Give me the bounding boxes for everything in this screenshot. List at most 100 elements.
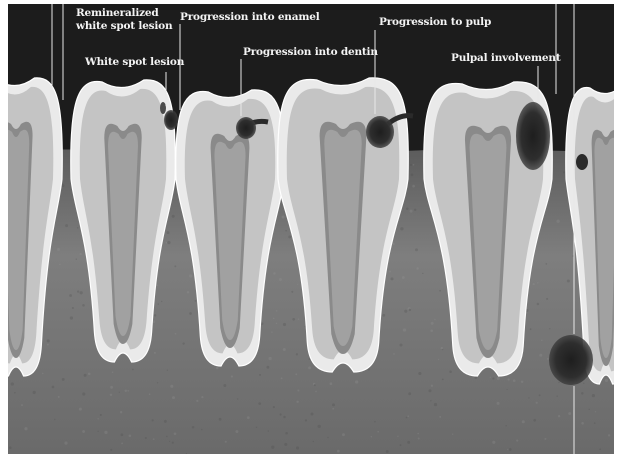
bone-speckle — [271, 331, 272, 332]
bone-speckle — [112, 372, 113, 373]
bone-speckle — [296, 353, 298, 355]
bone-speckle — [119, 392, 120, 393]
bone-speckle — [533, 283, 535, 285]
bone-speckle — [80, 253, 82, 255]
bone-speckle — [314, 384, 316, 386]
bone-speckle — [400, 227, 403, 230]
bone-speckle — [69, 294, 72, 297]
bone-speckle — [505, 425, 507, 427]
label-white-spot-lesion: White spot lesion — [85, 56, 184, 69]
bone-speckle — [231, 376, 233, 378]
bone-speckle — [430, 400, 431, 401]
bone-speckle — [581, 392, 584, 395]
bone-speckle — [417, 433, 419, 435]
bone-speckle — [24, 427, 27, 430]
bone-speckle — [187, 291, 189, 293]
bone-speckle — [330, 382, 333, 385]
bone-speckle — [132, 369, 134, 371]
bone-speckle — [332, 408, 334, 410]
bone-speckle — [166, 436, 168, 438]
bone-speckle — [167, 241, 170, 244]
bone-speckle — [259, 374, 261, 376]
bone-speckle — [82, 392, 85, 395]
bone-speckle — [442, 379, 444, 381]
bone-speckle — [406, 207, 409, 210]
bone-speckle — [153, 438, 155, 440]
bone-speckle — [497, 377, 500, 380]
bone-speckle — [408, 392, 411, 395]
bone-speckle — [280, 413, 282, 415]
bone-speckle — [298, 318, 299, 319]
bone-speckle — [327, 437, 328, 438]
bone-speckle — [403, 328, 406, 331]
bone-speckle — [521, 381, 523, 383]
bone-speckle — [285, 230, 287, 232]
bone-speckle — [120, 411, 122, 413]
bone-speckle — [393, 353, 395, 355]
bone-speckle — [557, 396, 558, 397]
bone-speckle — [539, 354, 542, 357]
bone-speckle — [305, 419, 307, 421]
bone-speckle — [64, 442, 67, 445]
bone-speckle — [14, 392, 16, 394]
pulpal-lesion-crown — [576, 154, 588, 170]
bone-speckle — [439, 416, 441, 418]
bone-speckle — [283, 416, 286, 419]
bone-speckle — [235, 430, 238, 433]
bone-speckle — [592, 394, 595, 397]
bone-speckle — [80, 291, 83, 294]
bone-speckle — [355, 380, 358, 383]
bone-speckle — [288, 235, 291, 238]
bone-speckle — [605, 379, 608, 382]
bone-speckle — [418, 372, 421, 375]
bone-speckle — [431, 322, 434, 325]
bone-speckle — [581, 422, 584, 425]
bone-speckle — [169, 441, 170, 442]
bone-speckle — [402, 276, 405, 279]
white-spot-lesion — [160, 102, 166, 114]
bone-speckle — [296, 401, 298, 403]
bone-speckle — [283, 348, 286, 351]
bone-speckle — [297, 284, 298, 285]
bone-speckle — [82, 430, 85, 433]
bone-speckle — [189, 274, 192, 277]
bone-speckle — [588, 409, 589, 410]
label-progression-into-dentin: Progression into dentin — [243, 46, 378, 59]
bone-speckle — [58, 396, 60, 398]
bone-speckle — [474, 376, 477, 379]
bone-speckle — [76, 258, 77, 259]
bone-speckle — [530, 328, 532, 330]
bone-speckle — [47, 339, 50, 342]
bone-speckle — [397, 436, 398, 437]
bone-speckle — [431, 385, 433, 387]
bone-speckle — [313, 441, 315, 443]
bone-speckle — [156, 284, 158, 286]
bone-speckle — [97, 431, 98, 432]
bone-speckle — [563, 171, 565, 173]
bone-speckle — [59, 264, 61, 266]
bone-speckle — [342, 433, 345, 436]
bone-speckle — [497, 402, 500, 405]
bone-speckle — [174, 433, 177, 436]
bone-speckle — [599, 448, 601, 450]
bone-speckle — [256, 427, 258, 429]
bone-speckle — [172, 442, 174, 444]
bone-speckle — [158, 303, 159, 304]
bone-speckle — [151, 419, 153, 421]
bone-speckle — [528, 397, 529, 398]
bone-speckle — [271, 446, 274, 449]
bone-speckle — [175, 333, 177, 335]
bone-speckle — [434, 403, 437, 406]
caries-progression-diagram: Remineralized white spot lesion White sp… — [8, 4, 614, 454]
bone-speckle — [70, 316, 73, 319]
bone-speckle — [125, 390, 127, 392]
bone-speckle — [47, 344, 49, 346]
bone-speckle — [279, 278, 282, 281]
bone-speckle — [594, 422, 596, 424]
bone-speckle — [315, 391, 316, 392]
bone-speckle — [449, 370, 452, 373]
bone-speckle — [174, 265, 176, 267]
bone-speckle — [110, 386, 113, 389]
bone-speckle — [258, 402, 261, 405]
bone-speckle — [416, 267, 418, 269]
